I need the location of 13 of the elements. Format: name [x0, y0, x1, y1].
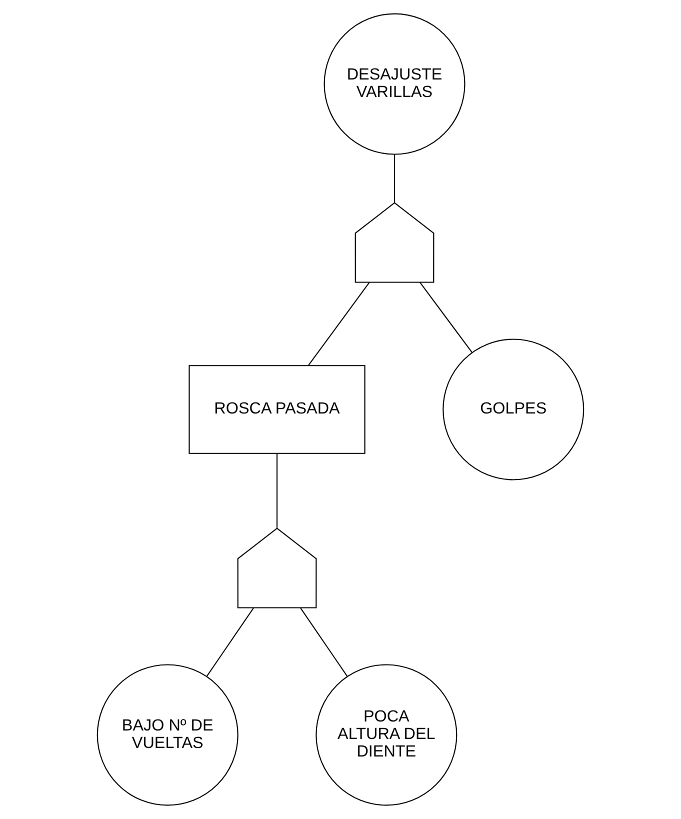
node-circle: BAJO Nº DE VUELTAS: [96, 664, 238, 806]
node-gate: [354, 202, 434, 283]
node-circle: POCA ALTURA DEL DIENTE: [316, 664, 458, 806]
connector: [276, 454, 278, 528]
connector: [206, 608, 254, 676]
connector: [394, 154, 396, 203]
node-gate: [237, 528, 317, 608]
node-circle: DESAJUSTE VARILLAS: [324, 13, 466, 155]
node-circle: GOLPES: [442, 338, 584, 480]
connector: [420, 282, 472, 353]
node-box: ROSCA PASADA: [188, 365, 366, 454]
connector: [300, 608, 348, 676]
connector: [308, 282, 370, 366]
